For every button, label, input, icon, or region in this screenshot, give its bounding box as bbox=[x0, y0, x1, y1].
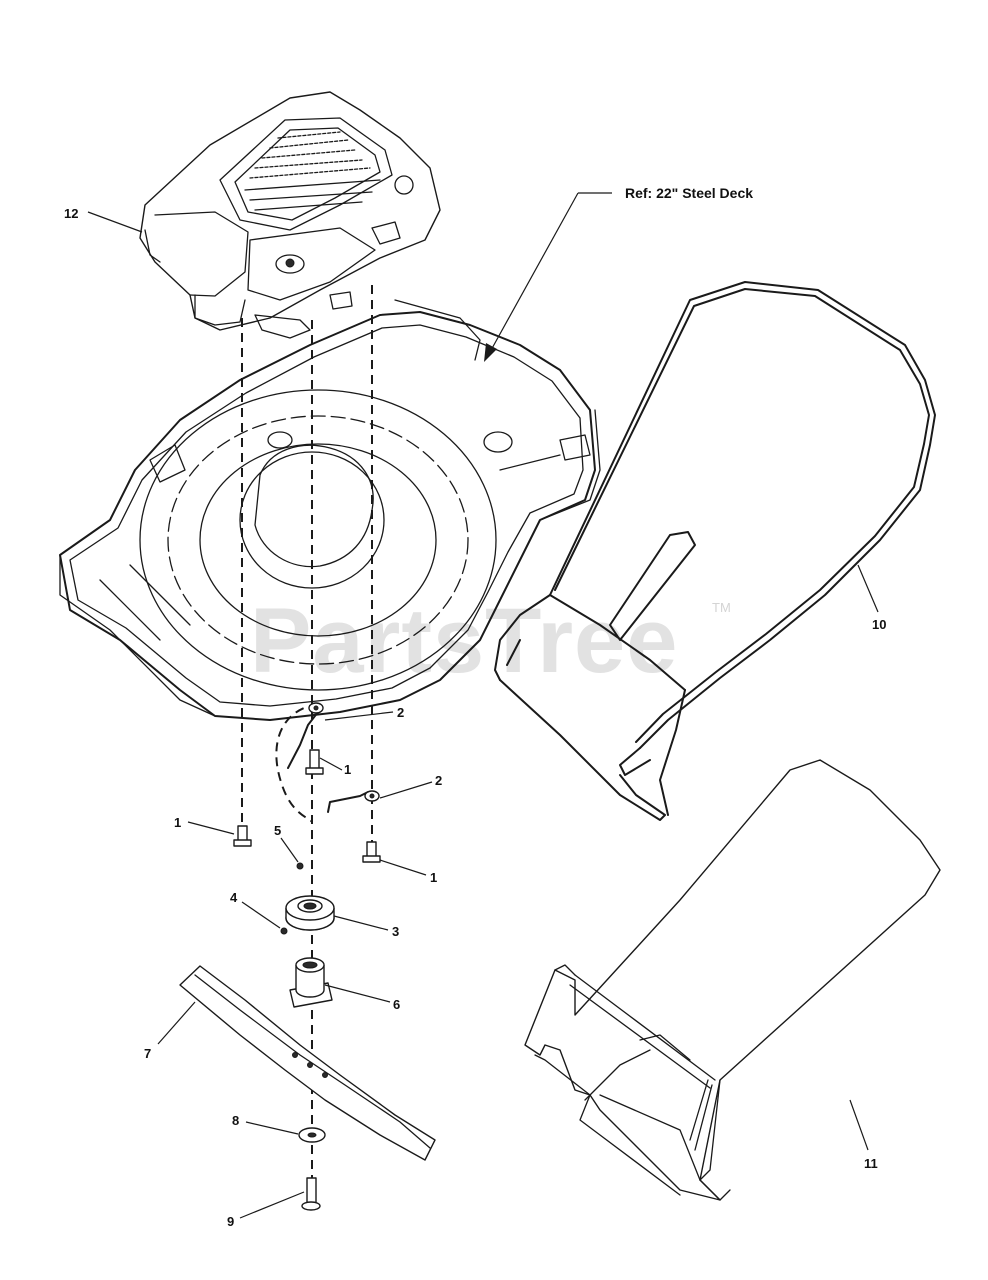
bracket-upper-part bbox=[287, 702, 324, 769]
callout-label: 2 bbox=[397, 705, 404, 720]
reference-arrow: Ref: 22" Steel Deck bbox=[484, 185, 753, 362]
blade-adapter-part bbox=[285, 895, 335, 931]
callout-3: 3 bbox=[333, 915, 399, 939]
callout-12: 12 bbox=[64, 206, 143, 233]
callout-8: 8 bbox=[232, 1113, 299, 1135]
callout-label: 9 bbox=[227, 1214, 234, 1229]
callout-label: 4 bbox=[230, 890, 238, 905]
callout-label: 1 bbox=[174, 815, 181, 830]
blade-part bbox=[179, 965, 436, 1161]
callout-2-upper: 2 bbox=[324, 705, 404, 721]
callout-6: 6 bbox=[324, 984, 400, 1012]
watermark-brand: PartsTree bbox=[250, 590, 678, 692]
callout-label: 8 bbox=[232, 1113, 239, 1128]
blade-hub-part bbox=[289, 957, 333, 1008]
callout-label: 11 bbox=[864, 1156, 878, 1171]
bag-frame-part bbox=[494, 281, 936, 821]
callout-11: 11 bbox=[849, 1099, 878, 1171]
assembly-lines bbox=[241, 285, 373, 1180]
blade-bolt-part bbox=[301, 1177, 321, 1211]
bracket-lower-part bbox=[327, 790, 380, 813]
grass-bag-part bbox=[524, 759, 941, 1201]
callout-4: 4 bbox=[230, 890, 281, 929]
callout-label: 7 bbox=[144, 1046, 151, 1061]
callout-9: 9 bbox=[227, 1191, 305, 1229]
callout-7: 7 bbox=[144, 1001, 196, 1061]
bolt-center-part bbox=[305, 749, 324, 775]
bolt-left-part bbox=[233, 825, 252, 847]
callout-1-right: 1 bbox=[379, 859, 437, 885]
callout-label: 5 bbox=[274, 823, 281, 838]
small-key-part bbox=[280, 927, 288, 935]
callout-label: 10 bbox=[872, 617, 886, 632]
callout-1-left: 1 bbox=[174, 815, 235, 835]
reference-label: Ref: 22" Steel Deck bbox=[625, 185, 753, 201]
callout-label: 1 bbox=[344, 762, 351, 777]
callout-5: 5 bbox=[274, 823, 299, 863]
bolt-right-part bbox=[362, 841, 381, 863]
callout-label: 2 bbox=[435, 773, 442, 788]
callout-label: 1 bbox=[430, 870, 437, 885]
callout-10: 10 bbox=[857, 564, 886, 632]
steel-deck bbox=[59, 299, 601, 721]
callout-label: 3 bbox=[392, 924, 399, 939]
callout-1-center: 1 bbox=[319, 757, 351, 777]
callout-2-lower: 2 bbox=[379, 773, 442, 799]
watermark-trademark: TM bbox=[712, 600, 731, 615]
engine-part bbox=[139, 91, 441, 339]
callout-label: 12 bbox=[64, 206, 78, 221]
washer-part bbox=[298, 1127, 326, 1143]
callout-label: 6 bbox=[393, 997, 400, 1012]
key-part bbox=[296, 862, 304, 870]
